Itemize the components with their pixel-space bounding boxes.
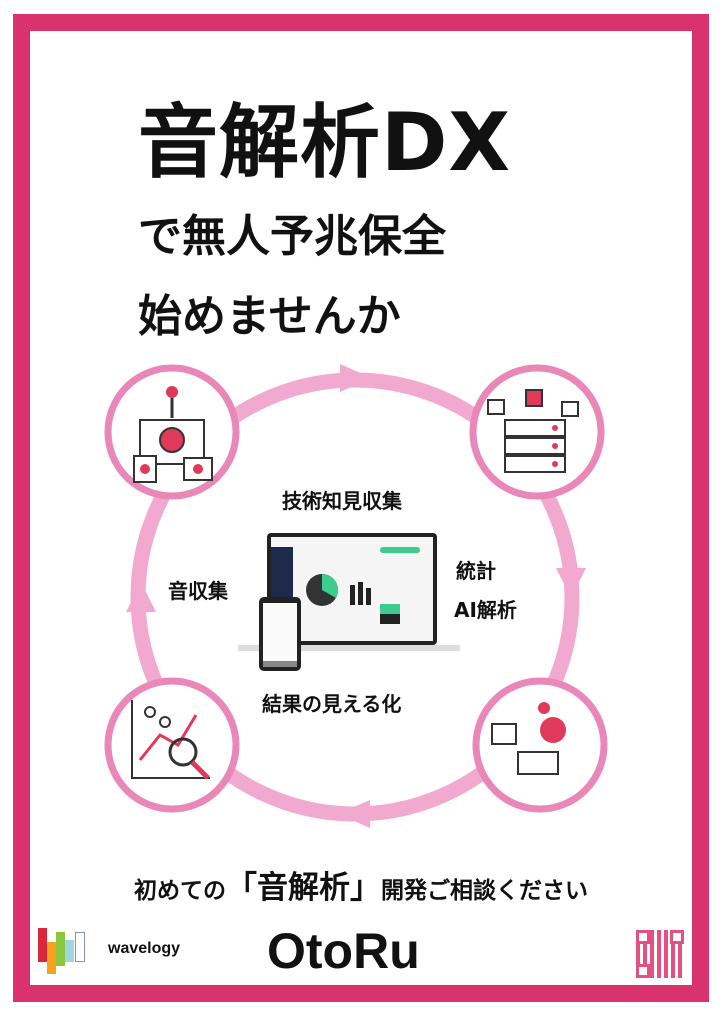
arrow-left-icon — [338, 800, 370, 828]
dashboard-device-mockup — [238, 533, 460, 671]
headline-title: 音解析DX — [138, 96, 512, 189]
headline-question: 始めませんか — [138, 291, 401, 342]
qr-code[interactable] — [636, 930, 684, 978]
server-node — [469, 364, 605, 500]
cta-prefix: 初めての — [134, 878, 226, 904]
call-to-action: 初めての「音解析」開発ご相談ください — [0, 862, 722, 907]
label-statistics: 統計 — [456, 559, 496, 583]
label-knowledge-collection: 技術知見収集 — [282, 489, 402, 513]
cta-bracket-open: 「 — [226, 870, 257, 906]
label-visualization: 結果の見える化 — [262, 692, 402, 716]
sound-collection-node — [104, 364, 240, 500]
cta-suffix: 開発ご相談ください — [381, 878, 588, 904]
wavelogy-logo-icon — [38, 928, 100, 974]
cta-keyword: 音解析 — [257, 870, 350, 906]
visualization-node — [104, 677, 240, 813]
arrow-down-icon — [556, 568, 586, 598]
arrow-up-icon — [126, 582, 156, 612]
poster-border — [13, 14, 709, 1002]
arrow-right-icon — [340, 364, 372, 392]
label-ai-analysis: AI解析 — [454, 598, 517, 622]
analyst-node — [472, 677, 608, 813]
cta-bracket-close: 」 — [350, 870, 381, 906]
product-logo: OtoRu — [267, 923, 420, 979]
company-name: wavelogy — [108, 940, 181, 957]
label-sound-collection: 音収集 — [168, 579, 228, 603]
headline-subtitle: で無人予兆保全 — [138, 211, 446, 262]
